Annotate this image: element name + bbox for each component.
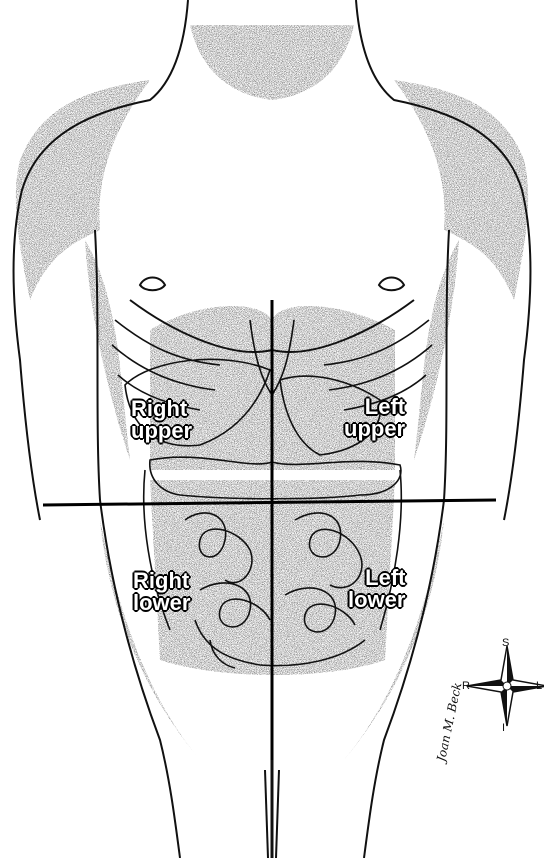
label-left-lower-line2: lower [348,589,405,611]
label-left-upper: Left upper [344,396,405,440]
label-right-lower-line2: lower [133,592,190,614]
label-right-lower-line1: Right [133,570,190,592]
label-left-lower: Left lower [348,567,405,611]
compass-superior-label: S [502,637,509,649]
compass-inferior-label: I [502,722,505,734]
label-left-lower-line1: Left [348,567,405,589]
compass-rose [467,646,544,726]
label-left-upper-line1: Left [344,396,405,418]
label-right-upper: Right upper [131,398,192,442]
compass-left-label: L [536,680,542,692]
label-left-upper-line2: upper [344,418,405,440]
label-right-upper-line2: upper [131,420,192,442]
label-right-upper-line1: Right [131,398,192,420]
label-right-lower: Right lower [133,570,190,614]
